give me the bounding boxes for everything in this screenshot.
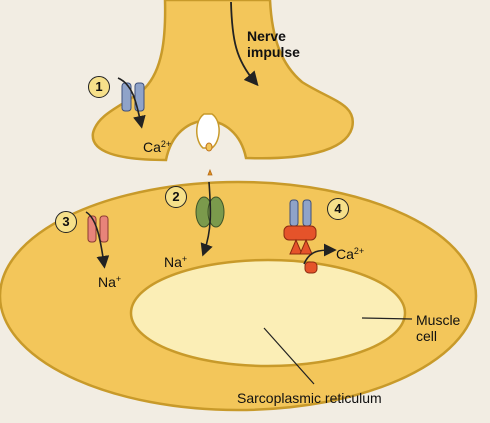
sodium-mid-charge: +: [181, 254, 188, 264]
nerve-impulse-line2: impulse: [247, 44, 300, 60]
channel-2-sodium: [195, 181, 225, 257]
muscle-cell-leader: [361, 317, 413, 320]
nerve-terminal: [91, 0, 355, 162]
nerve-impulse-label: Nerve impulse: [247, 28, 300, 60]
transmitter-drop: [207, 168, 213, 176]
channel-4-calcium-release: [283, 199, 337, 274]
step-3-badge: 3: [55, 211, 77, 233]
calcium-label-right: Ca2+: [336, 243, 364, 262]
muscle-cell-line1: Muscle: [416, 312, 461, 328]
nerve-impulse-arrow: [230, 1, 259, 87]
muscle-cell-line2: cell: [416, 328, 438, 344]
calcium-top-base: Ca: [143, 139, 161, 155]
muscle-cell-label: Muscle cell: [416, 312, 460, 344]
step-1-badge: 1: [88, 76, 110, 98]
calcium-label-top: Ca2+: [143, 136, 171, 155]
calcium-top-charge: 2+: [160, 139, 172, 149]
channel-1-calcium: [117, 77, 146, 129]
calcium-right-base: Ca: [336, 246, 354, 262]
sarcoplasmic-reticulum-label: Sarcoplasmic reticulum: [237, 390, 382, 406]
reticulum-leader: [263, 327, 315, 385]
sodium-left-base: Na: [98, 274, 116, 290]
transmitter-molecule: [205, 142, 213, 152]
sodium-label-left: Na+: [98, 271, 121, 290]
nerve-impulse-line1: Nerve: [247, 28, 286, 44]
sodium-mid-base: Na: [164, 254, 182, 270]
sodium-label-mid: Na+: [164, 251, 187, 270]
step-2-badge: 2: [165, 186, 187, 208]
channel-3-sodium: [85, 211, 110, 269]
calcium-right-charge: 2+: [353, 246, 365, 256]
step-4-badge: 4: [327, 198, 349, 220]
sarcoplasmic-reticulum-body: [129, 258, 407, 368]
sodium-left-charge: +: [115, 274, 122, 284]
